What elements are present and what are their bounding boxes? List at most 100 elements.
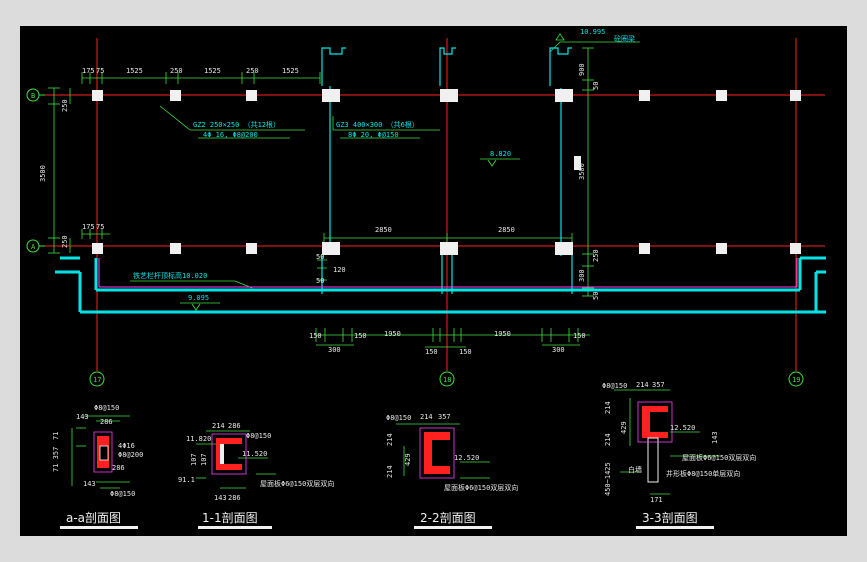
grid-label-A: A xyxy=(31,243,36,251)
11-dim-107a: 107 xyxy=(190,453,198,466)
11-elev-1: 11.820 xyxy=(186,435,211,443)
aa-dim-143a: 143 xyxy=(76,413,89,421)
33-dim-429: 429 xyxy=(620,421,628,434)
section-22-underline xyxy=(414,526,492,529)
aa-dim-286b: 286 xyxy=(112,464,125,472)
column xyxy=(92,243,103,254)
aa-rebar-bottom: Φ8@150 xyxy=(110,490,135,498)
11-h1: 91.1 xyxy=(178,476,195,484)
aa-dim-71357: 71 357 xyxy=(52,447,60,472)
22-rebar: Φ8@150 xyxy=(386,414,411,422)
right-dim-50a: 50 xyxy=(592,82,600,90)
section-11: 214 286 Φ8@150 11.820 107 107 11.520 91.… xyxy=(178,422,334,529)
aa-dim-143b: 143 xyxy=(83,480,96,488)
column xyxy=(555,89,573,102)
cad-drawing-canvas[interactable]: B A 17 18 19 xyxy=(20,26,847,536)
grid-bubble-18 xyxy=(439,371,455,387)
column xyxy=(170,90,181,101)
column xyxy=(639,243,650,254)
gz3-label: GZ3 400×300 （共6根） xyxy=(336,120,419,129)
dimension-lines xyxy=(48,41,640,348)
elevation-top-note: 砼圈梁 xyxy=(614,34,635,43)
grid-label-17: 17 xyxy=(93,376,101,384)
right-dim-300: 300 xyxy=(578,269,586,282)
11-dim-214: 214 xyxy=(212,422,225,430)
columns xyxy=(92,89,801,255)
section-33-title: 3-3剖面图 xyxy=(642,511,698,525)
33-dim-214b: 214 xyxy=(604,401,612,414)
grid-label-B: B xyxy=(31,92,35,100)
right-dim-250: 250 xyxy=(592,249,600,262)
11-dim-286: 286 xyxy=(228,422,241,430)
11-rebar: Φ8@150 xyxy=(246,432,271,440)
bottom-dim: 300 xyxy=(552,346,565,354)
lower-walls xyxy=(55,256,826,314)
column xyxy=(639,90,650,101)
aa-rebar-main: 4Φ16 xyxy=(118,442,135,450)
section-11-underline xyxy=(198,526,272,529)
grid-bubble-17 xyxy=(89,371,105,387)
11-dim-107b: 107 xyxy=(200,453,208,466)
dim-50b: 50 xyxy=(316,277,324,285)
22-note: 屋面板Φ6@150双层双向 xyxy=(444,483,518,492)
column xyxy=(790,243,801,254)
right-dim-50b: 50 xyxy=(592,292,600,300)
bottom-dim: 150 xyxy=(309,332,322,340)
bottom-dim: 150 xyxy=(425,348,438,356)
grid-label-19: 19 xyxy=(792,376,800,384)
33-dim-357: 357 xyxy=(652,381,665,389)
bottom-dim: 300 xyxy=(328,346,341,354)
column xyxy=(555,242,573,255)
top-dim: 250 xyxy=(246,67,259,75)
column xyxy=(440,89,458,102)
column xyxy=(322,89,340,102)
aa-dim-71: 71 xyxy=(52,432,60,440)
33-rebar: Φ8@150 xyxy=(602,382,627,390)
lower-dim: 75 xyxy=(96,223,104,231)
right-dim-900: 900 xyxy=(578,63,586,76)
railing-note: 铁艺栏杆顶标高10.020 xyxy=(133,271,207,280)
railing-line xyxy=(98,258,798,288)
11-dim-143: 143 xyxy=(214,494,227,502)
column xyxy=(246,243,257,254)
11-dim-286b: 286 xyxy=(228,494,241,502)
33-note-2: 井形板Φ8@150单层双向 xyxy=(666,469,740,478)
section-33-shape xyxy=(642,406,668,438)
dim-2850-b: 2850 xyxy=(498,226,515,234)
22-dim-357: 357 xyxy=(438,413,451,421)
top-dim: 75 xyxy=(96,67,104,75)
33-dim-171: 171 xyxy=(650,496,663,504)
section-22-title: 2-2剖面图 xyxy=(420,511,476,525)
33-label: 白墙 xyxy=(628,465,642,474)
column xyxy=(322,242,340,255)
section-33: Φ8@150 214 357 214 429 214 12.520 143 屋面… xyxy=(602,381,756,529)
dim-2850-a: 2850 xyxy=(375,226,392,234)
top-dim: 1525 xyxy=(126,67,143,75)
top-dim: 1525 xyxy=(204,67,221,75)
elevation-top: 10.995 xyxy=(580,28,605,36)
top-dim: 175 xyxy=(82,67,95,75)
section-33-underline xyxy=(636,526,714,529)
bracket-3 xyxy=(549,47,572,86)
11-note: 屋面板Φ6@150双层双向 xyxy=(260,479,334,488)
left-dim-250b: 250 xyxy=(61,235,69,248)
aa-rebar-stirrup: Φ8@200 xyxy=(118,451,143,459)
33-dim-143: 143 xyxy=(711,431,719,444)
column xyxy=(246,90,257,101)
22-dim-214b: 214 xyxy=(386,433,394,446)
elevation-9095: 9.095 xyxy=(188,294,209,302)
elevation-mid: 8.820 xyxy=(490,150,511,158)
section-11-title: 1-1剖面图 xyxy=(202,511,258,525)
33-elev: 12.520 xyxy=(670,424,695,432)
left-dim-250a: 250 xyxy=(61,99,69,112)
column xyxy=(440,242,458,255)
top-dim: 1525 xyxy=(282,67,299,75)
bottom-dim: 1950 xyxy=(494,330,511,338)
column xyxy=(790,90,801,101)
grid-bubble-19 xyxy=(788,371,804,387)
bracket-2 xyxy=(439,47,456,86)
bottom-dim: 1950 xyxy=(384,330,401,338)
22-dim-214c: 214 xyxy=(386,465,394,478)
section-aa-title: a-a剖面图 xyxy=(66,511,121,525)
bottom-dim: 150 xyxy=(354,332,367,340)
